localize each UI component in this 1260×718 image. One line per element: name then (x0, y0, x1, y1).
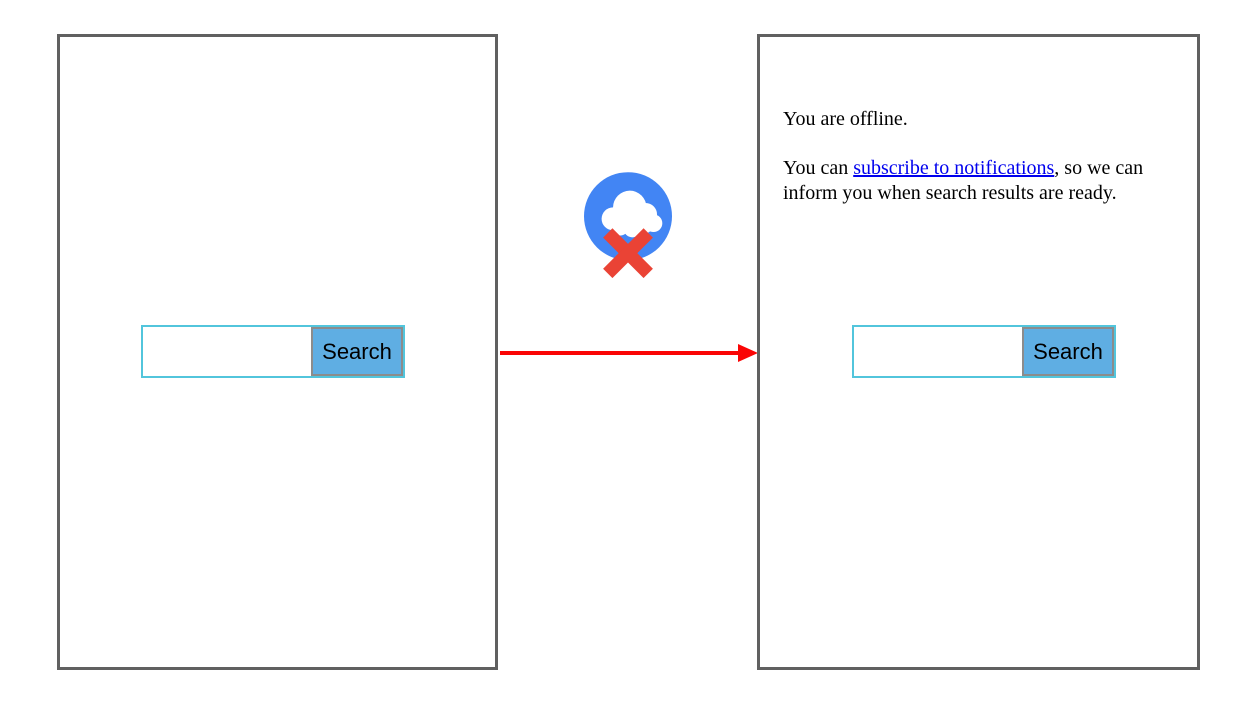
right-arrow-icon (738, 344, 758, 362)
offline-message: You are offline. (783, 108, 908, 130)
subscribe-message-suffix: , so we can inform you when search resul… (783, 157, 1144, 204)
subscribe-notifications-link[interactable]: subscribe to notifications (853, 157, 1055, 179)
search-input[interactable] (143, 327, 311, 376)
search-input[interactable] (854, 327, 1022, 376)
offline-text-block: You are offline. You can subscribe to no… (783, 107, 1189, 230)
right-browser-frame: You are offline. You can subscribe to no… (757, 34, 1200, 670)
left-browser-frame: Search (57, 34, 498, 670)
search-button[interactable]: Search (1022, 327, 1114, 376)
cloud-offline-icon (584, 172, 672, 279)
left-search-form: Search (141, 325, 405, 378)
subscribe-message-prefix: You can (783, 157, 854, 179)
search-button[interactable]: Search (311, 327, 403, 376)
subscribe-message: You can subscribe to notifications, so w… (783, 156, 1189, 206)
flow-arrow-line (500, 351, 740, 355)
right-search-form: Search (852, 325, 1116, 378)
